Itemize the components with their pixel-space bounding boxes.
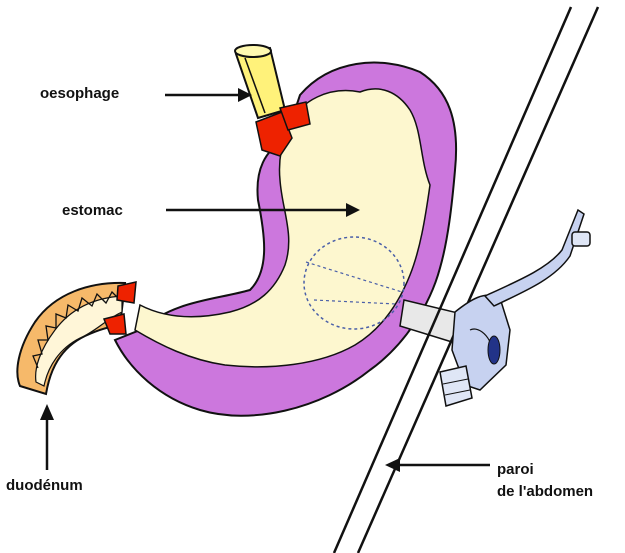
label-oesophage: oesophage (40, 85, 119, 102)
label-paroi-abdomen: paroi de l'abdomen (497, 459, 593, 503)
label-estomac: estomac (62, 202, 123, 219)
label-paroi-line2: de l'abdomen (497, 481, 593, 503)
label-duodenum: duodénum (6, 477, 83, 494)
gastrostomy-device (440, 210, 590, 406)
oesophagus (235, 45, 285, 118)
label-paroi-line1: paroi (497, 459, 593, 481)
